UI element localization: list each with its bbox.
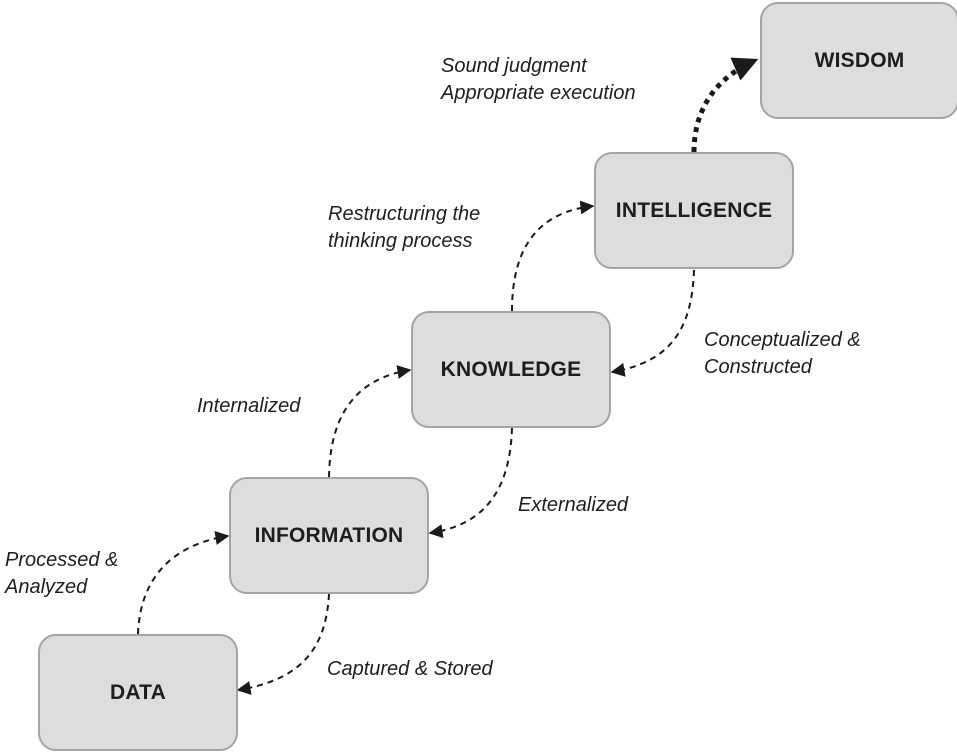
label-line: thinking process	[328, 230, 473, 252]
arrow-intelligence-to-knowledge	[610, 269, 695, 377]
edge-label-restructuring: Restructuring the thinking process	[328, 201, 480, 255]
node-wisdom: WISDOM	[760, 2, 957, 119]
arrow-intelligence-to-wisdom	[691, 57, 759, 153]
arrow-information-to-knowledge	[328, 365, 412, 478]
label-line: Conceptualized &	[704, 329, 861, 351]
node-label: INTELLIGENCE	[615, 198, 773, 222]
label-line: Externalized	[518, 494, 629, 516]
arrow-knowledge-to-intelligence	[511, 200, 595, 312]
node-knowledge: KNOWLEDGE	[411, 311, 611, 428]
label-line: Constructed	[704, 356, 812, 378]
label-line: Internalized	[197, 395, 301, 417]
label-line: Captured & Stored	[327, 658, 493, 680]
label-line: Restructuring the	[328, 203, 481, 225]
edge-label-processed-analyzed: Processed & Analyzed	[5, 547, 118, 601]
label-line: Analyzed	[5, 576, 88, 598]
edge-label-conceptualized: Conceptualized & Constructed	[704, 327, 861, 381]
arrow-data-to-information	[137, 531, 230, 635]
node-label: INFORMATION	[254, 523, 404, 547]
node-label: DATA	[109, 680, 166, 704]
node-label: KNOWLEDGE	[440, 357, 582, 381]
edge-label-internalized: Internalized	[197, 393, 300, 420]
label-line: Sound judgment	[441, 55, 587, 77]
arrow-information-to-data	[236, 593, 330, 695]
node-label: WISDOM	[814, 48, 905, 72]
label-line: Processed &	[5, 549, 119, 571]
node-intelligence: INTELLIGENCE	[594, 152, 794, 269]
edge-label-sound-judgment: Sound judgment Appropriate execution	[441, 53, 636, 107]
node-information: INFORMATION	[229, 477, 429, 594]
arrow-knowledge-to-information	[428, 427, 513, 539]
node-data: DATA	[38, 634, 238, 751]
label-line: Appropriate execution	[441, 82, 636, 104]
edge-label-externalized: Externalized	[518, 492, 628, 519]
edge-label-captured-stored: Captured & Stored	[327, 656, 493, 683]
